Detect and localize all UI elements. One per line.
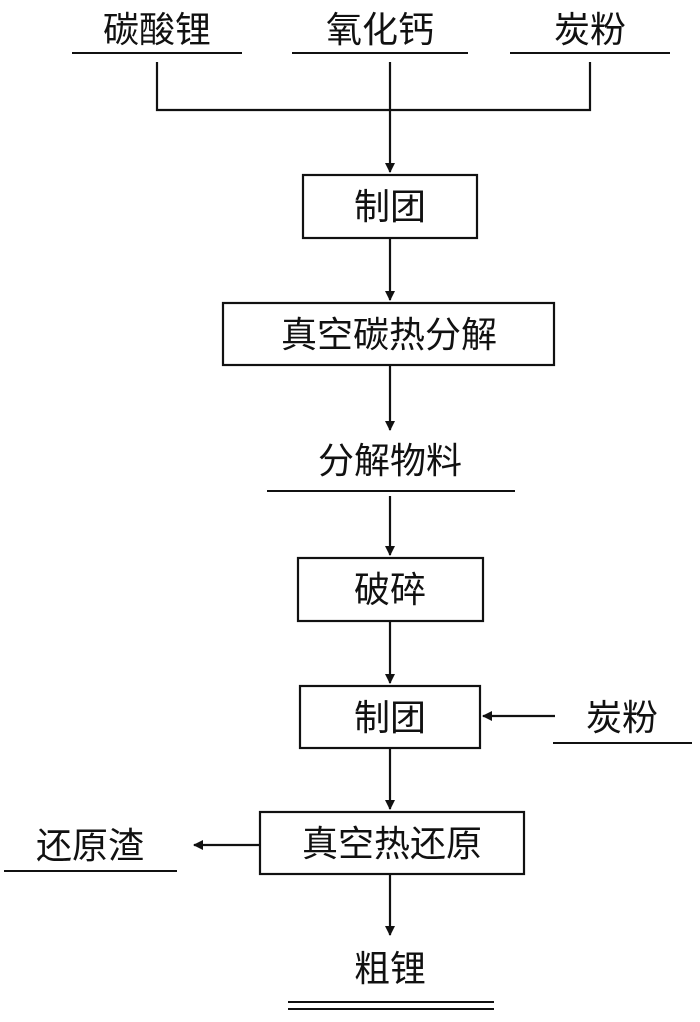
merge-connector [155, 62, 592, 112]
input-carbon-powder: 炭粉 [554, 10, 626, 51]
side-input-carbon-powder: 炭粉 [586, 698, 658, 739]
step-pelletize-1-label: 制团 [354, 187, 426, 228]
output-crude-lithium: 粗锂 [354, 949, 426, 990]
step-vacuum-thermal-reduction-box [258, 810, 526, 876]
step-vacuum-thermal-reduction-label: 真空热还原 [302, 824, 482, 865]
step-pelletize-1-box [301, 173, 479, 240]
step-crushing-box [296, 556, 485, 623]
input-lithium-carbonate: 碳酸锂 [103, 10, 211, 51]
step-crushing-label: 破碎 [354, 570, 426, 611]
step-pelletize-2-label: 制团 [354, 698, 426, 739]
input-calcium-oxide: 氧化钙 [326, 10, 434, 51]
output-reduction-slag: 还原渣 [36, 826, 144, 867]
step-vacuum-carbothermal-decomposition-label: 真空碳热分解 [281, 315, 497, 356]
step-vacuum-carbothermal-decomposition-box [221, 301, 556, 367]
intermediate-decomposition-material: 分解物料 [318, 441, 462, 482]
